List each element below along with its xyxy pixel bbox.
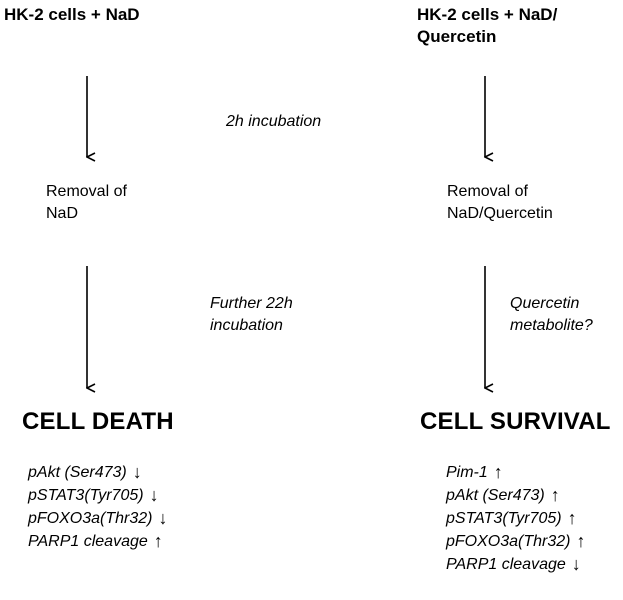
right-marker-item: PARP1 cleavage↓ xyxy=(446,554,581,574)
right-start-line-2: Quercetin xyxy=(417,27,497,46)
arrow-up-icon: ↑ xyxy=(550,485,560,505)
left-marker-item: pSTAT3(Tyr705)↓ xyxy=(28,485,159,505)
arrow-down-icon: ↓ xyxy=(158,508,168,528)
left-removal-line-1: Removal of xyxy=(46,183,127,200)
right-removal-line-1: Removal of xyxy=(447,183,528,200)
left-marker-item: PARP1 cleavage↑ xyxy=(28,531,163,551)
left-removal-label: Removal of NaD xyxy=(46,181,127,225)
arrow-down-icon: ↓ xyxy=(571,554,581,574)
right-start-label: HK-2 cells + NaD/ Quercetin xyxy=(417,4,557,48)
right-marker-item: Pim-1↑ xyxy=(446,462,503,482)
arrow-up-icon: ↑ xyxy=(493,462,503,482)
left-marker-list: pAkt (Ser473)↓ pSTAT3(Tyr705)↓ pFOXO3a(T… xyxy=(28,461,167,553)
further-incubation-note: Further 22h incubation xyxy=(210,293,293,337)
arrow-up-icon: ↑ xyxy=(576,531,586,551)
right-outcome: CELL SURVIVAL xyxy=(420,408,611,435)
right-marker-item: pSTAT3(Tyr705)↑ xyxy=(446,508,577,528)
metabolite-line-2: metabolite? xyxy=(510,317,593,334)
left-marker-item: pAkt (Ser473)↓ xyxy=(28,462,142,482)
incubation-note: 2h incubation xyxy=(226,113,322,130)
right-marker-item: pAkt (Ser473)↑ xyxy=(446,485,560,505)
left-outcome: CELL DEATH xyxy=(22,408,174,435)
arrow-up-icon: ↑ xyxy=(153,531,163,551)
right-marker-item: pFOXO3a(Thr32)↑ xyxy=(446,531,586,551)
right-removal-label: Removal of NaD/Quercetin xyxy=(447,181,553,225)
left-removal-line-2: NaD xyxy=(46,205,79,222)
right-marker-list: Pim-1↑ pAkt (Ser473)↑ pSTAT3(Tyr705)↑ pF… xyxy=(446,461,585,576)
further-incubation-line-1: Further 22h xyxy=(210,295,293,312)
left-marker-item: pFOXO3a(Thr32)↓ xyxy=(28,508,168,528)
metabolite-note: Quercetin metabolite? xyxy=(510,293,593,337)
left-start-label: HK-2 cells + NaD xyxy=(4,5,140,24)
metabolite-line-1: Quercetin xyxy=(510,295,580,312)
arrow-down-icon: ↓ xyxy=(149,485,159,505)
further-incubation-line-2: incubation xyxy=(210,317,283,334)
right-removal-line-2: NaD/Quercetin xyxy=(447,205,553,222)
right-start-line-1: HK-2 cells + NaD/ xyxy=(417,5,558,24)
arrow-up-icon: ↑ xyxy=(567,508,577,528)
arrow-down-icon: ↓ xyxy=(132,462,142,482)
